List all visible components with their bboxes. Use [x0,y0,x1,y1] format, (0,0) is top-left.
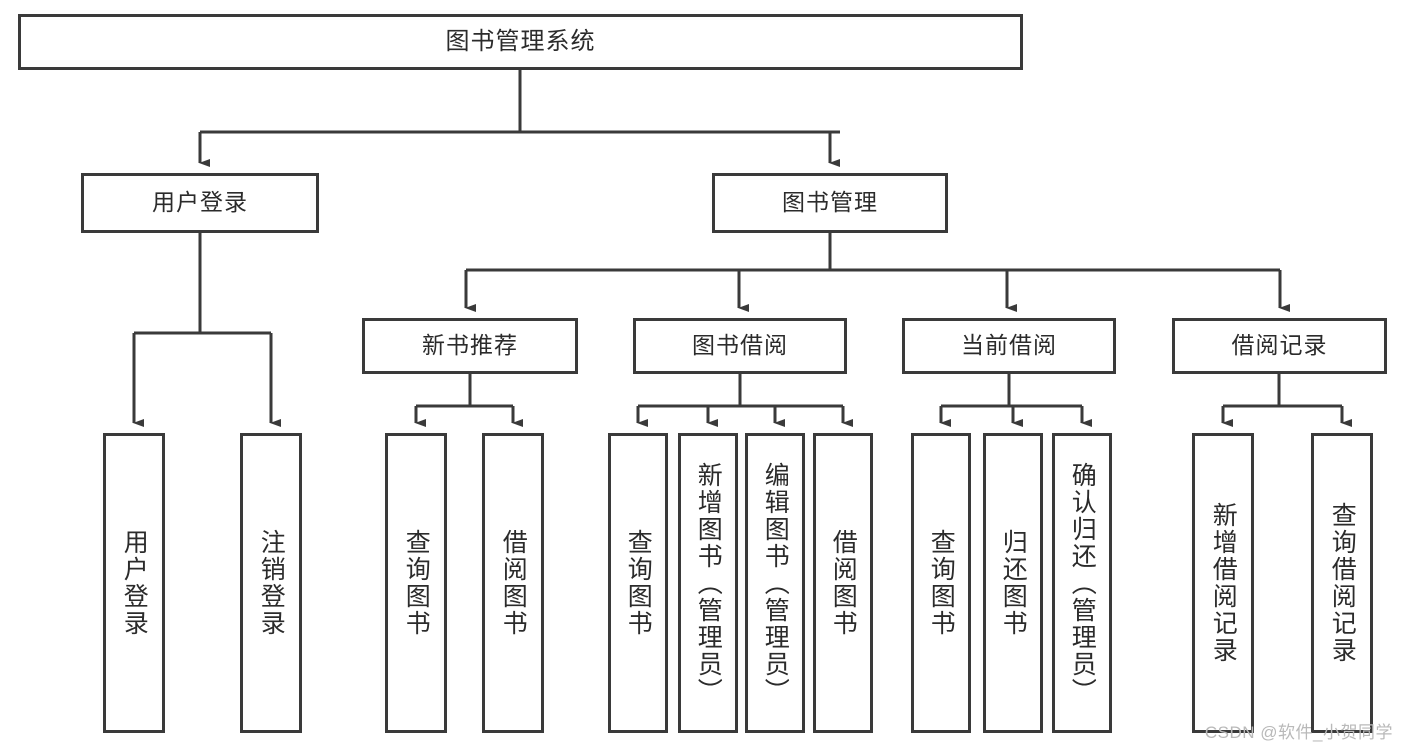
node-root-system[interactable]: 图书管理系统 [18,14,1023,70]
node-label: 图书管理系统 [445,27,596,55]
node-new-book-recommend[interactable]: 新书推荐 [362,318,578,374]
leaf-add-book-admin[interactable]: 新增图书（管理员） [678,433,738,733]
node-label: 归还图书 [999,529,1028,637]
node-label: 新增借阅记录 [1209,502,1238,664]
node-current-borrow[interactable]: 当前借阅 [902,318,1116,374]
node-label: 用户登录 [120,529,149,637]
leaf-borrow-book-recommend[interactable]: 借阅图书 [482,433,544,733]
node-label: 借阅图书 [499,529,528,637]
node-label: 用户登录 [152,189,248,216]
node-label: 当前借阅 [961,332,1057,359]
leaf-borrow-book[interactable]: 借阅图书 [813,433,873,733]
node-label: 图书借阅 [692,332,788,359]
node-label: 借阅记录 [1231,332,1328,359]
leaf-query-book-current[interactable]: 查询图书 [911,433,971,733]
leaf-logout[interactable]: 注销登录 [240,433,302,733]
node-label: 查询图书 [927,529,956,637]
leaf-confirm-return-admin[interactable]: 确认归还（管理员） [1052,433,1112,733]
node-label: 查询图书 [624,529,653,637]
leaf-query-borrow-record[interactable]: 查询借阅记录 [1311,433,1373,733]
leaf-return-book[interactable]: 归还图书 [983,433,1043,733]
leaf-add-borrow-record[interactable]: 新增借阅记录 [1192,433,1254,733]
node-borrow-record[interactable]: 借阅记录 [1172,318,1387,374]
node-label: 查询借阅记录 [1328,502,1357,664]
node-label: 编辑图书（管理员） [761,461,790,705]
node-label: 借阅图书 [829,529,858,637]
node-label: 图书管理 [782,189,878,216]
node-user-login[interactable]: 用户登录 [81,173,319,233]
node-label: 确认归还（管理员） [1068,461,1097,705]
leaf-query-book-borrow[interactable]: 查询图书 [608,433,668,733]
node-book-borrow[interactable]: 图书借阅 [633,318,847,374]
leaf-edit-book-admin[interactable]: 编辑图书（管理员） [745,433,805,733]
node-book-management[interactable]: 图书管理 [712,173,948,233]
node-label: 查询图书 [402,529,431,637]
node-label: 新增图书（管理员） [694,461,723,705]
leaf-query-book-recommend[interactable]: 查询图书 [385,433,447,733]
node-label: 新书推荐 [422,332,518,359]
leaf-user-login[interactable]: 用户登录 [103,433,165,733]
node-label: 注销登录 [257,529,286,637]
